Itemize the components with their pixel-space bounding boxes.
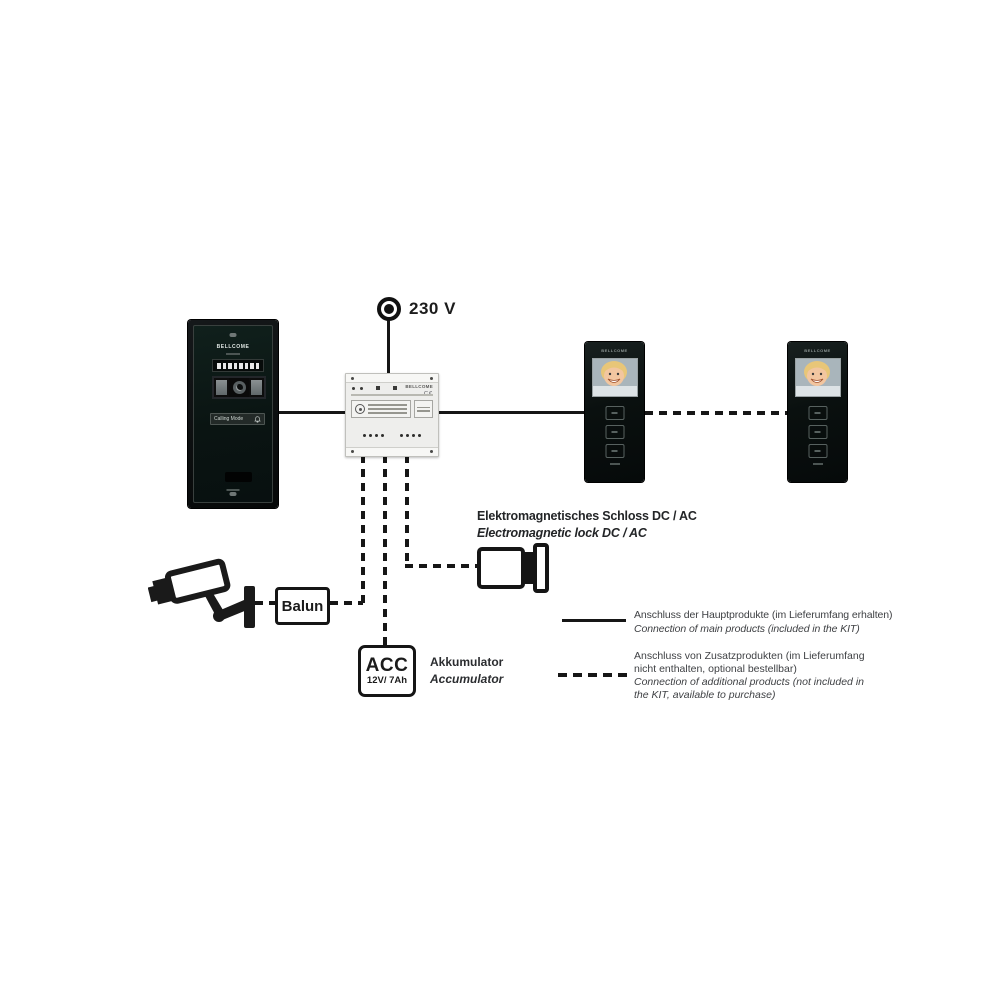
- lock-label-de: Elektromagnetisches Schloss DC / AC: [477, 509, 697, 523]
- monitor-button-talk[interactable]: [808, 406, 827, 420]
- monitor-screen: [592, 358, 638, 397]
- legend-additional-en-line2: the KIT, available to purchase): [634, 689, 776, 701]
- wire-monitor1-to-monitor2: [645, 411, 788, 415]
- screw-icon: [430, 450, 433, 453]
- power-source-icon: [377, 297, 401, 321]
- door-brand-label: BELLCOME: [216, 344, 250, 350]
- lock-body-icon: [477, 547, 525, 589]
- monitor-bottom-text: [812, 463, 823, 465]
- call-button[interactable]: [217, 362, 221, 369]
- door-call-buttons: [212, 359, 264, 372]
- video-feed-child-face: [593, 359, 637, 396]
- monitor-bottom-text: [609, 463, 620, 465]
- psu-rating-label: [351, 400, 411, 418]
- camera-lens-icon: [232, 381, 246, 394]
- call-button[interactable]: [233, 362, 237, 369]
- indoor-monitor-2: BELLCOME: [788, 342, 847, 482]
- wire-psu-to-balun-horizontal: [330, 601, 363, 605]
- call-button[interactable]: [239, 362, 243, 369]
- door-station-faceplate: BELLCOME: [193, 325, 273, 503]
- wire-psu-to-monitor1: [437, 411, 585, 414]
- wire-camera-to-balun: [255, 601, 275, 605]
- led-icon: [393, 386, 397, 390]
- psu-indicator-leds: [352, 386, 397, 390]
- wire-psu-to-lock-vertical: [405, 455, 409, 567]
- call-button[interactable]: [228, 362, 232, 369]
- legend-additional-de-line2: nicht enthalten, optional bestellbar): [634, 663, 797, 675]
- monitor-button-monitor[interactable]: [808, 425, 827, 439]
- battery-label-en: Accumulator: [430, 672, 504, 686]
- battery-label-de: Akkumulator: [430, 655, 504, 669]
- monitor-screen: [795, 358, 841, 397]
- psu-divider: [351, 394, 433, 396]
- wire-psu-to-battery: [383, 455, 387, 645]
- cctv-camera-icon: [148, 558, 255, 628]
- lock-label-en: Electromagnetic lock DC / AC: [477, 526, 647, 540]
- legend-additional-de-line1: Anschluss von Zusatzprodukten (im Liefer…: [634, 650, 865, 662]
- led-icon: [352, 386, 355, 390]
- psu-bottom-flange: [346, 447, 438, 456]
- monitor-touch-buttons: [808, 406, 827, 458]
- bell-icon: [254, 415, 261, 423]
- battery-box: ACC 12V/ 7Ah: [358, 645, 416, 697]
- wire-psu-to-lock-horizontal: [405, 564, 477, 568]
- lock-plate-icon: [533, 543, 549, 593]
- ground-icon: [355, 404, 365, 414]
- balun-box: Balun: [275, 587, 330, 625]
- battery-abbr: ACC: [365, 654, 409, 676]
- monitor-touch-buttons: [605, 406, 624, 458]
- wire-psu-to-balun-vertical: [361, 455, 365, 605]
- monitor-button-unlock[interactable]: [605, 444, 624, 458]
- battery-spec: 12V/ 7Ah: [366, 674, 408, 686]
- door-station: BELLCOME: [188, 320, 278, 508]
- camera-ir-panel: [216, 380, 227, 395]
- psu-top-flange: [346, 374, 438, 383]
- indoor-monitor-1: BELLCOME: [585, 342, 644, 482]
- door-speaker-grille: [225, 472, 252, 482]
- door-name-plate: Calling Mode: [210, 413, 265, 425]
- call-button[interactable]: [250, 362, 254, 369]
- balun-label: Balun: [281, 597, 324, 615]
- psu-terminal-block: [346, 434, 438, 437]
- psu-brand-label: BELLCOME: [405, 384, 433, 389]
- monitor-button-talk[interactable]: [605, 406, 624, 420]
- screw-icon: [351, 450, 354, 453]
- power-label: 230 V: [409, 299, 456, 318]
- screw-icon: [430, 377, 433, 380]
- legend-main-en: Connection of main products (included in…: [634, 623, 860, 635]
- door-bottom-text: [226, 489, 240, 491]
- legend-solid-line-sample: [562, 619, 626, 622]
- monitor-brand-label: BELLCOME: [601, 348, 628, 353]
- terminals-left: [363, 434, 384, 437]
- wire-power-to-psu: [387, 315, 390, 373]
- call-button[interactable]: [255, 362, 259, 369]
- camera-lens-housing: [229, 378, 249, 397]
- call-button[interactable]: [222, 362, 226, 369]
- legend-main-de: Anschluss der Hauptprodukte (im Lieferum…: [634, 609, 893, 621]
- legend-additional-en-line1: Connection of additional products (not i…: [634, 676, 864, 688]
- power-supply-unit: BELLCOME C€: [345, 373, 439, 457]
- legend-dashed-line-sample: [558, 673, 632, 677]
- wire-door-to-psu: [278, 411, 345, 414]
- power-dot: [384, 304, 394, 314]
- monitor-button-unlock[interactable]: [808, 444, 827, 458]
- screw-icon: [229, 333, 237, 337]
- psu-spec-label: [414, 400, 433, 418]
- terminals-right: [400, 434, 421, 437]
- door-call-label: Calling Mode: [214, 416, 244, 422]
- screw-icon: [351, 377, 354, 380]
- lock-tab-icon: [523, 552, 533, 584]
- camera-ir-panel: [251, 380, 262, 395]
- monitor-brand-label: BELLCOME: [804, 348, 831, 353]
- call-button[interactable]: [244, 362, 248, 369]
- led-icon: [360, 386, 363, 390]
- psu-fine-print: [368, 404, 407, 414]
- led-icon: [376, 386, 380, 390]
- door-subtext: [226, 353, 240, 355]
- video-feed-child-face: [796, 359, 840, 396]
- camera-lens-pupil: [235, 384, 243, 391]
- monitor-button-monitor[interactable]: [605, 425, 624, 439]
- door-camera-module: [212, 376, 266, 399]
- screw-icon: [229, 492, 237, 496]
